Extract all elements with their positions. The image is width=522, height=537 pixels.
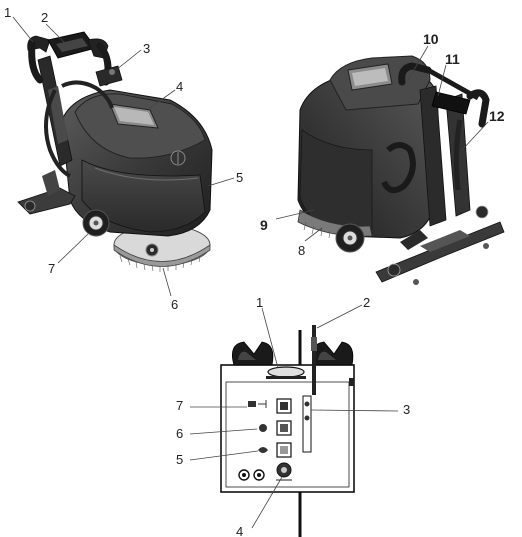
callout-panel-1: 1 xyxy=(256,295,264,310)
callout-panel-4: 4 xyxy=(236,524,244,537)
callout-panel-7: 7 xyxy=(176,398,184,413)
callout-rear-9: 9 xyxy=(260,217,268,233)
callout-panel-2: 2 xyxy=(363,295,371,310)
callout-front-4: 4 xyxy=(176,79,184,94)
control-panel-view xyxy=(220,325,355,537)
callout-front-5: 5 xyxy=(236,170,244,185)
callout-panel-3: 3 xyxy=(403,402,411,417)
drain-hose xyxy=(453,119,463,191)
callout-front-1: 1 xyxy=(4,5,12,20)
callout-rear-11: 11 xyxy=(445,51,460,67)
callout-front-2: 2 xyxy=(41,10,49,25)
callout-rear-8: 8 xyxy=(298,243,306,258)
leader-lines-panel xyxy=(189,304,399,529)
machine-front-view xyxy=(17,31,213,272)
callout-rear-10: 10 xyxy=(423,31,439,47)
panel-lever xyxy=(302,395,312,453)
right-handle-clip xyxy=(311,341,354,366)
panel-display-oval xyxy=(267,366,305,378)
callout-panel-6: 6 xyxy=(176,426,184,441)
leader-lines-rear xyxy=(275,45,489,242)
callout-front-3: 3 xyxy=(143,41,151,56)
callout-panel-5: 5 xyxy=(176,452,184,467)
logo-badge xyxy=(170,150,186,166)
leader-lines-front xyxy=(12,16,235,297)
callout-front-6: 6 xyxy=(171,297,179,312)
callout-front-7: 7 xyxy=(48,261,56,276)
machine-rear-view xyxy=(297,55,505,285)
callout-rear-12: 12 xyxy=(489,108,505,124)
recovery-hose xyxy=(381,142,416,194)
left-handle-clip xyxy=(231,341,274,366)
handlebar-rear xyxy=(398,62,432,86)
